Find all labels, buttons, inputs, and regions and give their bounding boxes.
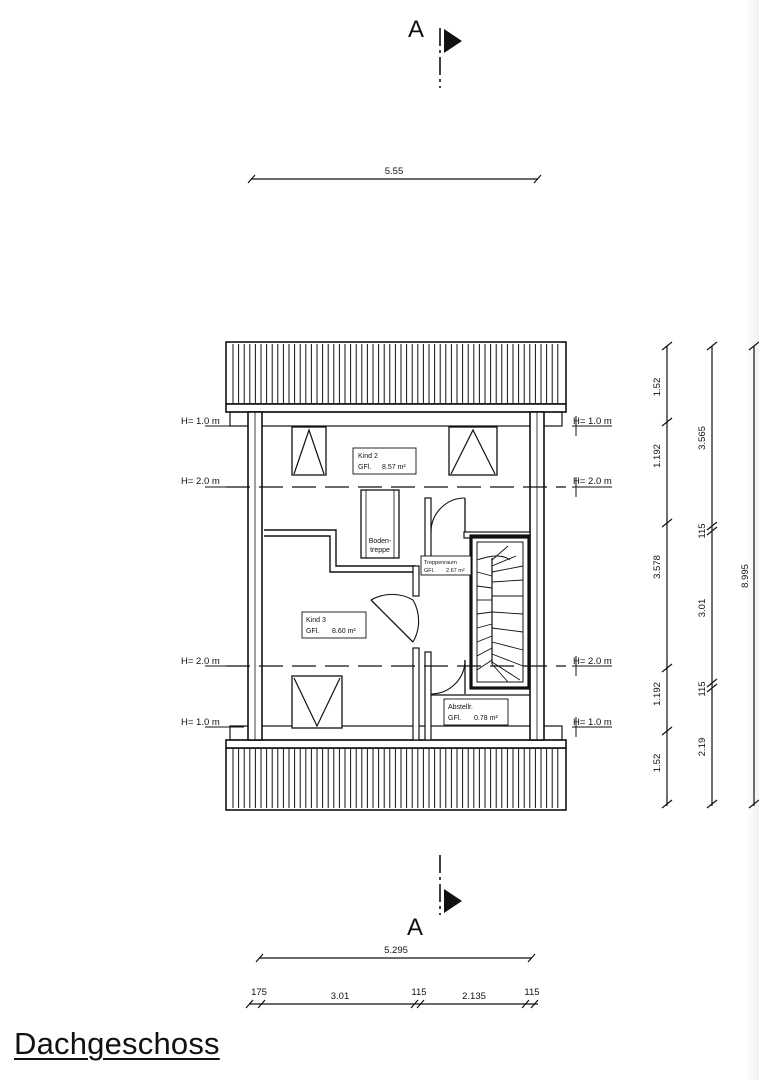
- roof-window-3: [291, 675, 343, 729]
- height-label-right-3: H= 2.0 m: [573, 656, 612, 667]
- height-mark-labels: H= 1.0 m H= 2.0 m H= 2.0 m H= 1.0 m H= 1…: [181, 416, 612, 728]
- roof-top-hatching: [225, 341, 567, 405]
- room-name-abstellraum: Abstellr.: [448, 704, 473, 711]
- stair-tread-line: [476, 635, 493, 643]
- height-label-left-4: H= 1.0 m: [181, 717, 220, 728]
- room-area-kind-3: 8.60 m²: [332, 628, 356, 635]
- room-area-label-kind-2: GFl.: [358, 464, 371, 471]
- dim-label-bottom-total: 5.295: [384, 945, 408, 956]
- height-label-right-1: H= 1.0 m: [573, 416, 612, 427]
- dim-right1-1: 1.52: [652, 378, 663, 397]
- room-label-kind-2: Kind 2 GFl. 8.57 m²: [352, 447, 417, 475]
- height-label-left-3: H= 2.0 m: [181, 656, 220, 667]
- stair-tread-line: [491, 641, 524, 651]
- room-label-kind-3: Kind 3 GFl. 8.60 m²: [301, 611, 367, 639]
- attic-ladder-label-2: treppe: [370, 547, 390, 554]
- stair-tread-line: [491, 611, 524, 615]
- stair-tread-line: [491, 663, 509, 683]
- dim-bottom-4: 2.135: [462, 991, 486, 1002]
- dim-bottom-3: 115: [411, 987, 426, 998]
- dim-right1-3: 3.578: [652, 555, 663, 579]
- dimension-right-chain-2: [706, 341, 718, 809]
- dimension-top-total: 5.55: [247, 166, 542, 184]
- stair-tread-line: [491, 565, 524, 573]
- room-area-treppenraum: 2.67 m²: [446, 568, 465, 574]
- roof-window-2: [448, 426, 498, 476]
- room-label-abstellraum: Abstellr. GFl. 0.78 m²: [443, 698, 509, 726]
- stair-tread-line: [491, 627, 524, 633]
- stair-tread-line: [476, 647, 493, 657]
- dim-bottom-5: 115: [524, 987, 539, 998]
- section-label-bottom: A: [407, 914, 423, 941]
- room-area-label-treppenraum: GFl.: [424, 568, 435, 574]
- stair-tread-line: [491, 661, 521, 681]
- staircase: [469, 534, 531, 690]
- attic-ladder-label-1: Boden-: [369, 538, 392, 545]
- section-marker-bottom: A: [407, 855, 462, 941]
- section-marker-top: A: [408, 16, 462, 88]
- stair-tread-line: [491, 653, 524, 667]
- room-area-label-kind-3: GFl.: [306, 628, 319, 635]
- height-label-right-4: H= 1.0 m: [573, 717, 612, 728]
- dimension-bottom-chain: 175 3.01 115 2.135 115: [245, 987, 540, 1009]
- dim-right1-5: 1.52: [652, 754, 663, 773]
- dim-right2-1: 3.565: [697, 426, 708, 450]
- stair-tread-line: [476, 611, 493, 615]
- section-arrow-icon: [444, 29, 462, 53]
- height-label-right-2: H= 2.0 m: [573, 476, 612, 487]
- roof-bottom-hatching: [225, 747, 567, 811]
- page-edge-shadow: [745, 0, 759, 1080]
- dim-bottom-2: 3.01: [331, 991, 350, 1002]
- stair-tread-line: [476, 623, 493, 629]
- building: Boden- treppe: [225, 341, 567, 811]
- room-label-treppenraum: Treppenraum GFl. 2.67 m²: [420, 555, 472, 576]
- room-area-label-abstellraum: GFl.: [448, 715, 461, 722]
- stair-tread-line: [476, 571, 493, 577]
- title-block: Dachgeschoss: [14, 1026, 220, 1062]
- dim-label-top-total: 5.55: [385, 166, 404, 177]
- section-label-top: A: [408, 16, 424, 43]
- height-marks: [205, 416, 612, 737]
- room-name-kind-3: Kind 3: [306, 617, 326, 624]
- stair-tread-line: [476, 659, 493, 671]
- stair-tread-line: [491, 545, 509, 561]
- height-label-left-1: H= 1.0 m: [181, 416, 220, 427]
- stair-tread-line: [491, 555, 517, 567]
- dimension-right-chain-1: [661, 341, 673, 809]
- dim-right2-2: 115: [697, 523, 708, 538]
- roof-window-1: [291, 426, 327, 476]
- room-area-abstellraum: 0.78 m²: [474, 715, 498, 722]
- section-arrow-icon: [444, 889, 462, 913]
- height-label-left-2: H= 2.0 m: [181, 476, 220, 487]
- dimension-right-total: [748, 341, 759, 809]
- room-name-treppenraum: Treppenraum: [424, 560, 457, 566]
- dim-right1-4: 1.192: [652, 682, 663, 706]
- dim-right-total: 8.995: [740, 564, 751, 588]
- dimension-right-chain-2-labels: 3.565 115 3.01 115 2.19: [697, 426, 708, 756]
- stair-tread-line: [491, 579, 524, 583]
- stair-tread-line: [476, 585, 493, 589]
- page-title: Dachgeschoss: [14, 1026, 220, 1061]
- dim-bottom-1: 175: [251, 987, 267, 998]
- dim-right1-2: 1.192: [652, 444, 663, 468]
- dim-right2-4: 115: [697, 681, 708, 696]
- room-name-kind-2: Kind 2: [358, 453, 378, 460]
- dim-right2-5: 2.19: [697, 738, 708, 757]
- dimension-bottom-total: 5.295: [255, 945, 536, 963]
- dim-right2-3: 3.01: [697, 599, 708, 618]
- attic-ladder: Boden- treppe: [360, 489, 400, 559]
- room-area-kind-2: 8.57 m²: [382, 464, 406, 471]
- dimension-right-chain-1-labels: 1.52 1.192 3.578 1.192 1.52: [652, 378, 663, 773]
